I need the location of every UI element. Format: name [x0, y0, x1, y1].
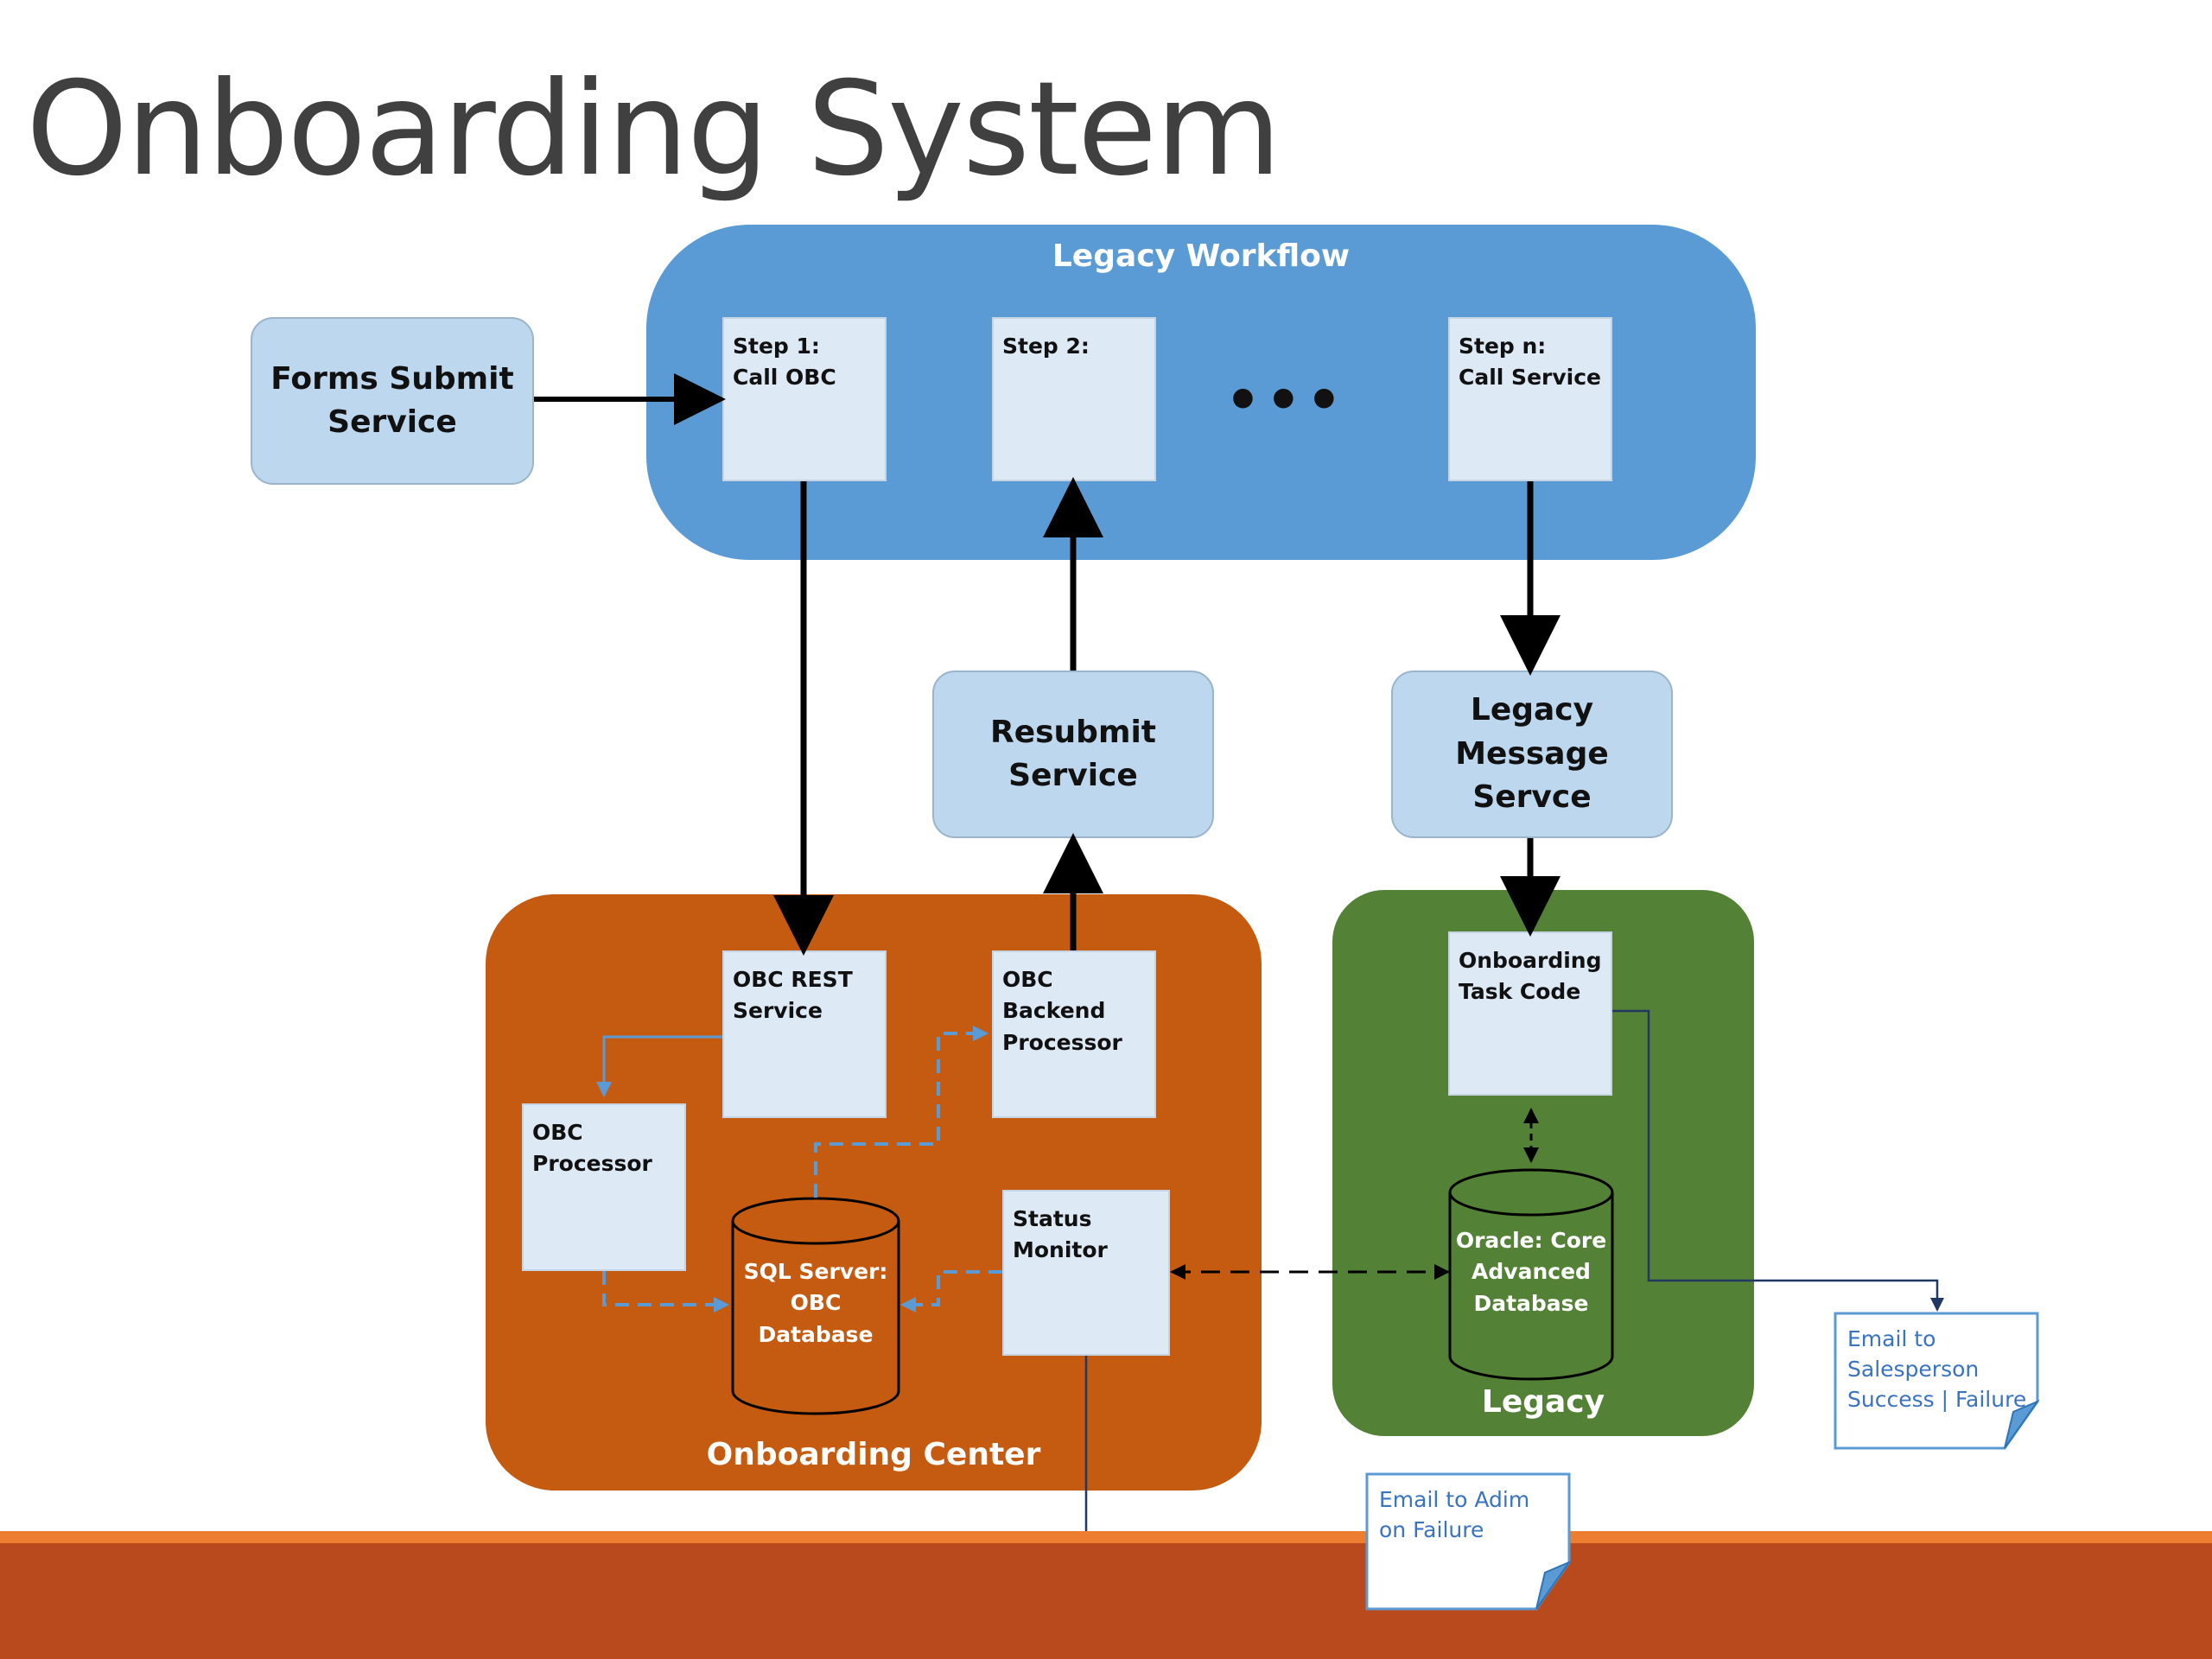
- forms-submit-service: Forms Submit Service: [251, 317, 534, 485]
- oracle-db-label-wrap: Oracle: Core Advanced Database: [1450, 1220, 1612, 1324]
- admin-email-text: Email to Adim on Failure: [1379, 1487, 1530, 1542]
- step-n-box: Step n: Call Service: [1448, 317, 1612, 481]
- legacy-workflow-label: Legacy Workflow: [1052, 238, 1351, 274]
- sql-database-cylinder: [731, 1197, 900, 1415]
- salesperson-email-note: [1834, 1312, 2040, 1450]
- resubmit-service: Resubmit Service: [932, 671, 1214, 838]
- legacy-message-service: Legacy Message Servce: [1391, 671, 1673, 838]
- footer-stripe: [0, 1531, 2212, 1543]
- legacy-label: Legacy: [1481, 1384, 1605, 1420]
- onboarding-task-code-box: Onboarding Task Code: [1448, 931, 1612, 1096]
- step-1-box: Step 1: Call OBC: [722, 317, 887, 481]
- steps-ellipsis: •••: [1225, 369, 1347, 433]
- status-monitor-box: Status Monitor: [1002, 1190, 1170, 1356]
- onboarding-center-label: Onboarding Center: [706, 1437, 1041, 1472]
- salesperson-email-text: Email to Salesperson Success | Failure: [1847, 1326, 2027, 1412]
- obc-backend-processor-box: OBC Backend Processor: [992, 950, 1156, 1118]
- sql-db-label-wrap: SQL Server: OBC Database: [733, 1251, 899, 1355]
- obc-processor-box: OBC Processor: [522, 1103, 686, 1271]
- footer-band: [0, 1543, 2212, 1659]
- processor-to-sql-connector: [602, 1271, 729, 1313]
- sql-to-backend-connector: [814, 1026, 988, 1198]
- task-code-to-salesperson-email-connector: [1612, 1009, 1944, 1312]
- oracle-db-label: Oracle: Core Advanced Database: [1455, 1228, 1607, 1316]
- status-to-sql-connector: [900, 1270, 1002, 1313]
- admin-email-note: [1365, 1472, 1572, 1611]
- step-2-box: Step 2:: [992, 317, 1156, 481]
- status-to-admin-email-connector: [1084, 1356, 1365, 1549]
- obc-rest-service-box: OBC REST Service: [722, 950, 887, 1118]
- page-title: Onboarding System: [26, 54, 1281, 205]
- rest-to-processor-connector: [596, 1035, 722, 1097]
- sql-db-label: SQL Server: OBC Database: [743, 1259, 888, 1347]
- oracle-database-cylinder: [1448, 1168, 1614, 1381]
